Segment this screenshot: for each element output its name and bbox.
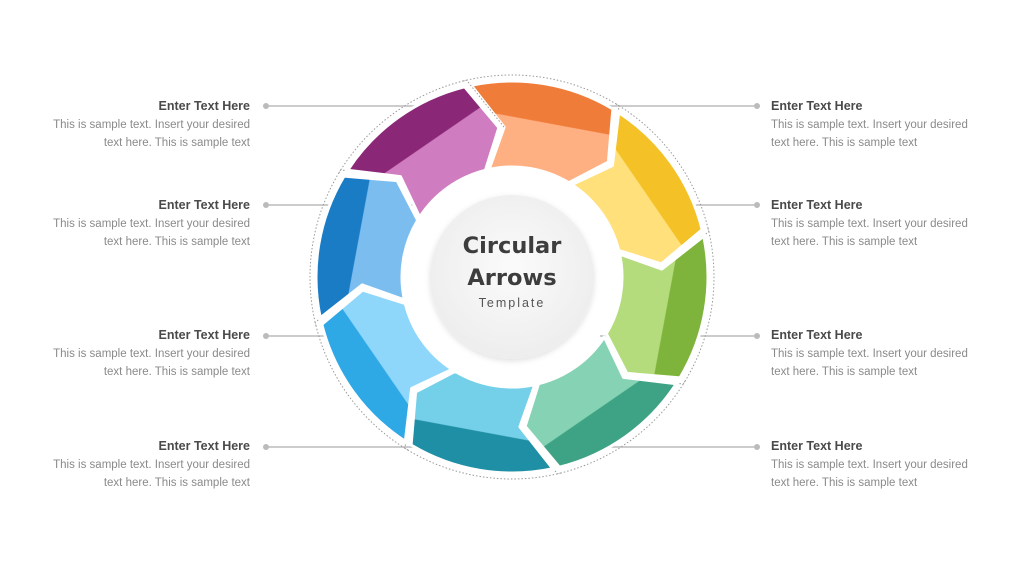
label-title: Enter Text Here <box>158 99 250 113</box>
center-circle <box>430 195 594 359</box>
label-right-4: Enter Text Here This is sample text. Ins… <box>771 438 1001 492</box>
label-body-line2: text here. This is sample text <box>103 366 250 378</box>
connector-dot-right-3 <box>754 333 760 339</box>
connector-dot-left-4 <box>263 444 269 450</box>
label-title: Enter Text Here <box>771 328 863 342</box>
label-body-line1: This is sample text. Insert your desired <box>53 459 250 471</box>
arrow-segment-1 <box>469 79 615 185</box>
connector-dot-left-3 <box>263 333 269 339</box>
label-body-line2: text here. This is sample text <box>771 366 918 378</box>
arrow-segment-4 <box>523 335 678 469</box>
arrow-segment-outline <box>462 74 620 166</box>
arrow-segment-outline <box>314 284 409 451</box>
arrow-segment-5 <box>409 369 555 475</box>
label-body-line1: This is sample text. Insert your desired <box>771 459 968 471</box>
connector-dot-right-4 <box>754 444 760 450</box>
arrow-segment-outline <box>519 380 686 475</box>
label-body-line2: text here. This is sample text <box>771 477 918 489</box>
arrow-segment-3 <box>604 234 710 380</box>
connector-dot-left-1 <box>263 103 269 109</box>
connector-dot-right-1 <box>754 103 760 109</box>
label-body-line1: This is sample text. Insert your desired <box>53 119 250 131</box>
label-body-line2: text here. This is sample text <box>103 236 250 248</box>
arrow-segment-2 <box>570 111 704 266</box>
label-left-2: Enter Text Here This is sample text. Ins… <box>20 197 250 251</box>
label-body-line1: This is sample text. Insert your desired <box>771 218 968 230</box>
arrow-segment-outline <box>623 227 715 385</box>
label-body-line1: This is sample text. Insert your desired <box>53 348 250 360</box>
label-title: Enter Text Here <box>771 198 863 212</box>
arrow-segments <box>309 74 715 480</box>
label-title: Enter Text Here <box>771 439 863 453</box>
label-title: Enter Text Here <box>158 439 250 453</box>
arrow-segment-outline <box>404 388 562 480</box>
arrow-segment-8 <box>346 85 501 219</box>
label-right-3: Enter Text Here This is sample text. Ins… <box>771 327 1001 381</box>
label-right-2: Enter Text Here This is sample text. Ins… <box>771 197 1001 251</box>
center-title-line1: Circular <box>462 233 562 259</box>
arrow-segment-outline <box>309 169 401 327</box>
connector-dot-left-2 <box>263 202 269 208</box>
connector-dot-right-2 <box>754 202 760 208</box>
arrow-segment-outline <box>338 79 505 174</box>
arrow-segment-7 <box>314 174 420 320</box>
label-body-line2: text here. This is sample text <box>103 477 250 489</box>
label-left-3: Enter Text Here This is sample text. Ins… <box>20 327 250 381</box>
label-left-4: Enter Text Here This is sample text. Ins… <box>20 438 250 492</box>
label-body-line2: text here. This is sample text <box>771 236 918 248</box>
label-body-line2: text here. This is sample text <box>103 137 250 149</box>
label-title: Enter Text Here <box>158 198 250 212</box>
center-label: Circular Arrows Template <box>420 230 604 310</box>
center-subtitle: Template <box>478 296 546 310</box>
label-left-1: Enter Text Here This is sample text. Ins… <box>20 98 250 152</box>
center-title-line2: Arrows <box>467 265 557 291</box>
label-body-line1: This is sample text. Insert your desired <box>53 218 250 230</box>
label-body-line2: text here. This is sample text <box>771 137 918 149</box>
label-title: Enter Text Here <box>158 328 250 342</box>
arrow-segment-6 <box>320 288 454 443</box>
arrow-segment-outline <box>615 103 710 270</box>
label-right-1: Enter Text Here This is sample text. Ins… <box>771 98 1001 152</box>
label-body-line1: This is sample text. Insert your desired <box>771 348 968 360</box>
label-body-line1: This is sample text. Insert your desired <box>771 119 968 131</box>
label-title: Enter Text Here <box>771 99 863 113</box>
